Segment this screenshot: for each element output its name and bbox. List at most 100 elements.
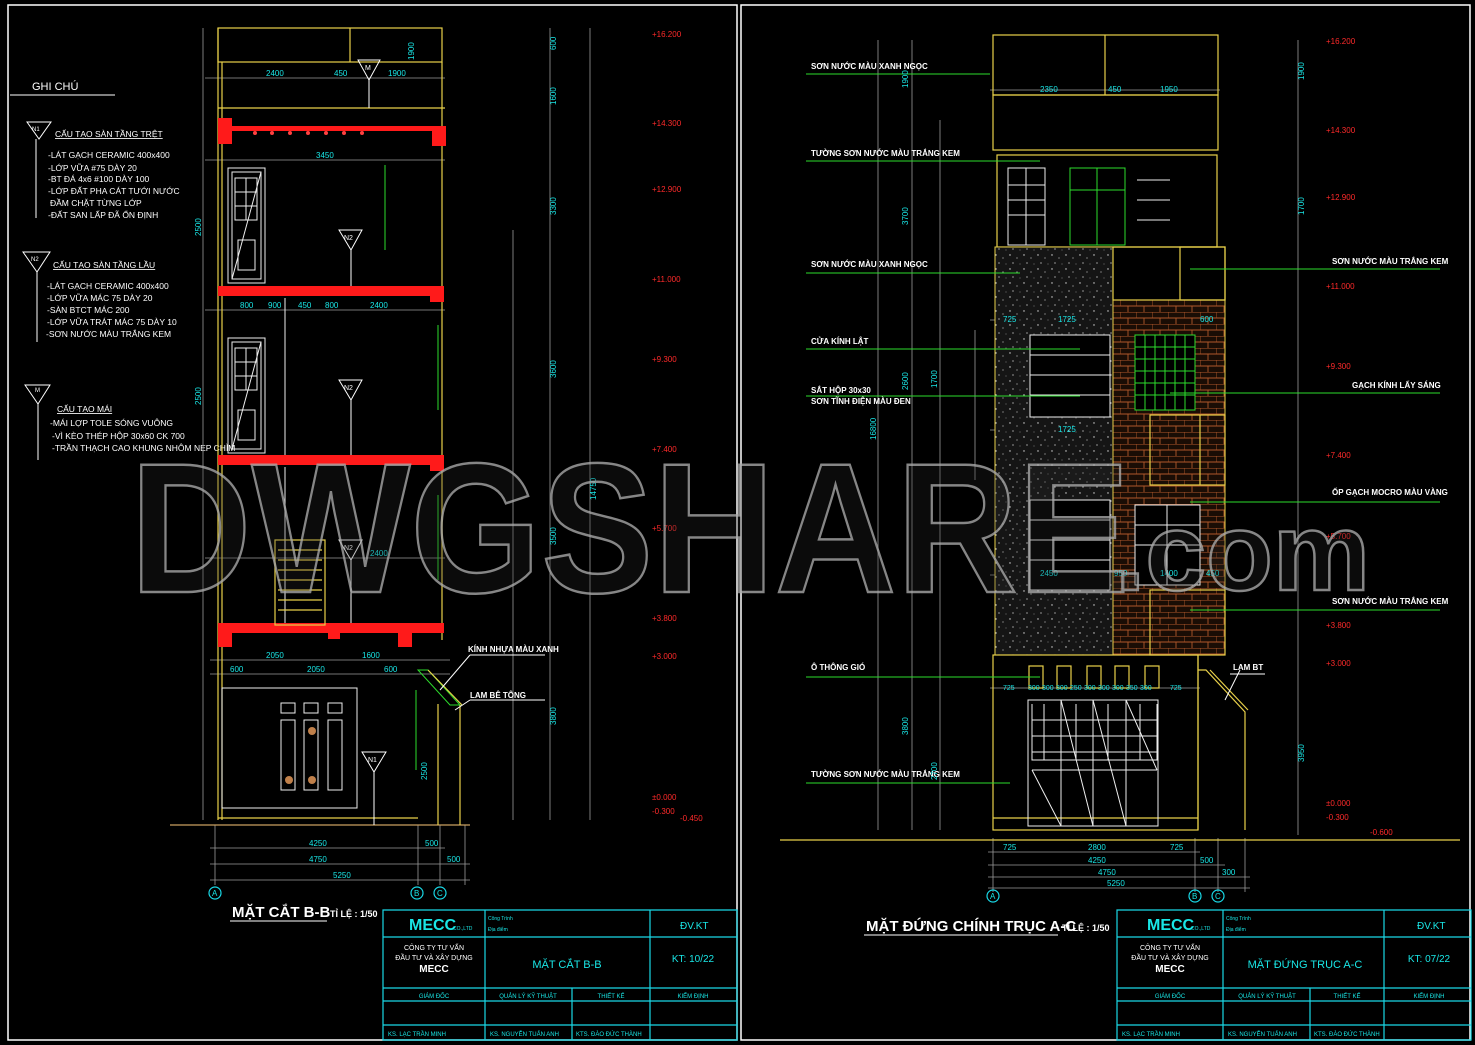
dimension-text: 1600: [362, 651, 380, 660]
dimension-text: 2500: [420, 762, 429, 780]
dimension-text: M: [365, 65, 371, 72]
label-right: LAM BT: [1233, 663, 1263, 672]
dimension-text: 4250: [1088, 856, 1106, 865]
note-item: -LÁT GẠCH CERAMIC 400x400: [48, 150, 170, 160]
dimension-text: +3.800: [1326, 621, 1351, 630]
note-item: -SÀN BTCT MÁC 200: [47, 305, 130, 315]
dimension-text: 2400: [370, 301, 388, 310]
dimension-text: CÔNG TY TƯ VẤN: [1140, 942, 1200, 952]
dimension-text: 300: [1140, 685, 1152, 692]
dimension-text: 600: [549, 36, 558, 50]
dimension-text: ĐẦU TƯ VÀ XÂY DỰNG: [1131, 952, 1208, 962]
dimension-text: 500: [1200, 856, 1214, 865]
dimension-text: 1900: [388, 69, 406, 78]
dimension-text: 1700: [1297, 197, 1306, 215]
label-left: SƠN NƯỚC MÀU XANH NGỌC: [811, 260, 928, 269]
dimension-text: 14750: [589, 477, 598, 500]
dimension-text: +7.400: [1326, 451, 1351, 460]
note-group-n1: N1 CẤU TẠO SÀN TẦNG TRỆT -LÁT GẠCH CERAM…: [26, 121, 180, 220]
dimension-text: 950: [1114, 569, 1128, 578]
label-left: Ô THÔNG GIÓ: [811, 663, 865, 672]
note-item: -TRẦN THẠCH CAO KHUNG NHÔM NẸP CHÌM: [52, 443, 235, 453]
dimension-text: MECC: [409, 917, 457, 934]
note-tag: N2: [31, 257, 39, 263]
note-item: -BT ĐÁ 4x6 #100 DÀY 100: [48, 174, 150, 184]
dimension-text: 2050: [266, 651, 284, 660]
staircase: [274, 539, 326, 626]
dimension-text: Địa điểm: [1226, 926, 1246, 933]
note-item: -LỚP VỮA MÁC 75 DÀY 20: [47, 293, 153, 303]
dimension-text: ±0.000: [652, 793, 677, 802]
elevation-a-c-drawing: SƠN NƯỚC MÀU XANH NGỌC TƯỜNG SƠN NƯỚC MÀ…: [780, 34, 1460, 936]
title-block-drawing-name: MẶT CẮT B-B: [532, 958, 601, 971]
dimension-text: 300: [1098, 685, 1110, 692]
note-tag: N1: [32, 127, 40, 133]
dimension-text: N2: [344, 385, 353, 392]
dimension-text: +14.300: [652, 119, 682, 128]
label-left: TƯỜNG SƠN NƯỚC MÀU TRẮNG KEM: [811, 149, 960, 158]
sheet-frame-right: [740, 4, 1471, 1041]
dimension-text: 725: [1003, 315, 1017, 324]
dimension-text: 2450: [1040, 569, 1058, 578]
section-marker-n2: N2: [338, 379, 363, 455]
level-markers: +16.200+14.300 +12.900+11.000 +9.300+7.4…: [1326, 37, 1393, 837]
dimension-text: +12.900: [652, 185, 682, 194]
dimension-text: MECC: [1147, 917, 1195, 934]
section-marker-n1: N1: [361, 751, 387, 825]
level-markers: +16.200+14.300 +12.900+11.000 +9.300+7.4…: [652, 30, 703, 823]
dimension-text: 4750: [309, 855, 327, 864]
dimension-text: 1725: [1058, 425, 1076, 434]
label-right: GẠCH KÍNH LẤY SÁNG: [1352, 380, 1441, 390]
dimension-text: KTS. ĐÀO ĐỨC THÀNH: [576, 1031, 642, 1038]
dimension-text: Công Trình: [488, 916, 513, 922]
section-b-b-drawing: M N2 N2 N2 N1 KÍNH NHỰA MÀU XANH LAM BÊ …: [170, 27, 703, 922]
dimension-text: +3.000: [652, 652, 677, 661]
dimension-text: CO.,LTD: [453, 926, 473, 932]
dimension-text: 1725: [1058, 315, 1076, 324]
drawing-title-section: MẶT CẮT B-B: [232, 903, 330, 921]
dimension-text: -0.450: [680, 814, 703, 823]
dimension-text: 725: [1003, 843, 1017, 852]
dimension-text: Địa điểm: [488, 926, 508, 933]
axis-bubble-b: B: [1188, 889, 1202, 903]
dimension-text: A: [212, 889, 218, 898]
section-tag-icon: [26, 121, 52, 140]
dimension-text: 450: [1108, 85, 1122, 94]
dimension-text: 450: [1206, 569, 1220, 578]
dimension-text: MECC: [419, 964, 448, 975]
note-item: ĐẦM CHẶT TỪNG LỚP: [50, 198, 142, 208]
dimension-text: 1900: [407, 42, 416, 60]
dimension-text: 2800: [1088, 843, 1106, 852]
dimension-text: 3600: [549, 360, 558, 378]
dimension-text: 3950: [1297, 744, 1306, 762]
dimension-text: 300: [1084, 685, 1096, 692]
note-group-title: CẤU TẠO SÀN TẦNG TRỆT: [55, 129, 163, 139]
dimension-text: 3300: [549, 197, 558, 215]
dimension-text: 900: [268, 301, 282, 310]
dimension-text: 450: [334, 69, 348, 78]
dimension-text: 2600: [901, 372, 910, 390]
dimension-text: 3500: [549, 527, 558, 545]
dimension-text: 800: [325, 301, 339, 310]
label-left: CỬA KÍNH LẬT: [811, 337, 869, 346]
dimension-text: +9.300: [1326, 362, 1351, 371]
note-group-title: CẤU TẠO SÀN TẦNG LẦU: [53, 260, 155, 270]
green-window: [1069, 167, 1126, 246]
floor-slabs: [218, 118, 446, 647]
dimension-text: CO.,LTD: [1191, 926, 1211, 932]
folding-door: [1027, 699, 1159, 827]
dimension-text: N2: [344, 235, 353, 242]
dimension-text: 2350: [1040, 85, 1058, 94]
dimension-text: N2: [344, 545, 353, 552]
dimension-text: KS. LẠC TRẦN MINH: [388, 1031, 446, 1038]
dimension-text: 1900: [1297, 62, 1306, 80]
label-kinh-nhua: KÍNH NHỰA MÀU XANH: [468, 645, 559, 654]
dimension-text: 500: [425, 839, 439, 848]
watermark: DWGSHARE .com: [129, 425, 1372, 634]
dimension-text: 300: [1028, 685, 1040, 692]
dimension-text: 725: [1170, 843, 1184, 852]
dimension-text: -0.600: [1370, 828, 1393, 837]
title-block-sheet-number: KT: 07/22: [1408, 954, 1451, 965]
dimension-text: 800: [240, 301, 254, 310]
